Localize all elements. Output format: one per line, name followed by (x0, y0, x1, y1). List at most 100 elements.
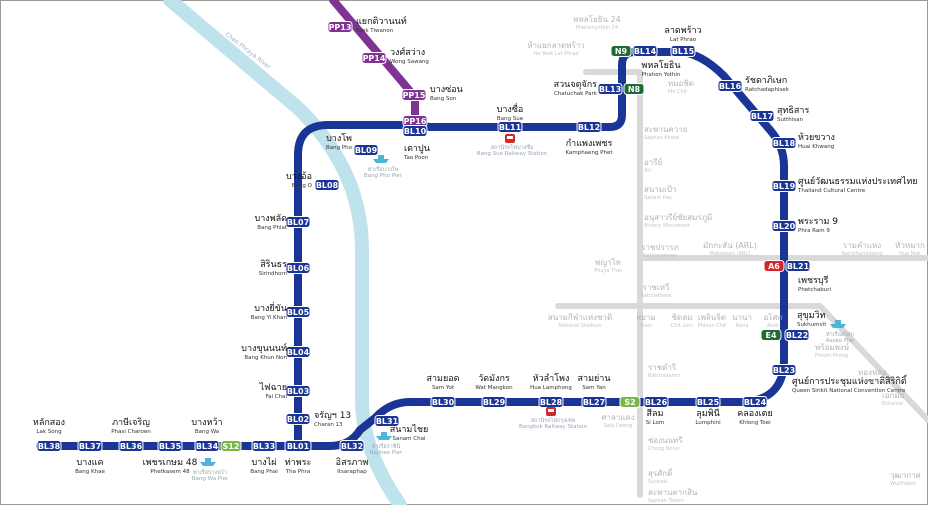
station-name-english: Bang O (292, 183, 313, 189)
station-name-english: Bang Yi Khan (251, 315, 288, 321)
station-badge-s12[interactable]: S12 (220, 440, 242, 452)
station-name-english: Lat Phrao (670, 37, 697, 43)
station-code: BL33 (253, 442, 275, 451)
station-badge-bl01[interactable]: BL01 (284, 440, 312, 452)
station-name-thai: วงศ์สว่าง (390, 46, 425, 58)
station-badge-bl20[interactable]: BL20 (771, 220, 797, 232)
badge-shape (597, 83, 623, 95)
station-name-english: Queen Sirikit National Convention Centre (792, 388, 906, 394)
station-name-thai: บางแค (77, 458, 104, 468)
station-name-thai: วัดมังกร (478, 374, 510, 384)
grey-station-thai: อนุสาวรีย์ชัยสมรภูมิ (644, 212, 712, 223)
station-code: BL38 (38, 442, 61, 451)
station-badge-bl08[interactable]: BL08 (314, 179, 340, 191)
station-badge-bl29[interactable]: BL29 (481, 396, 507, 408)
grey-station-thai: เพลินจิต (698, 313, 726, 322)
station-badge-n8[interactable]: N8 (623, 83, 645, 95)
station-badge-a6[interactable]: A6 (763, 260, 785, 272)
station-badge-bl27[interactable]: BL27 (581, 396, 607, 408)
station-badge-pp16[interactable]: PP16 (402, 115, 428, 127)
station-badge-bl18[interactable]: BL18 (771, 137, 797, 149)
badge-shape (760, 329, 782, 341)
station-badge-bl25[interactable]: BL25 (695, 396, 721, 408)
grey-station-thai: อโศก (763, 312, 782, 322)
station-badge-bl13[interactable]: BL13 (597, 83, 623, 95)
station-name-thai: ลาดพร้าว (664, 25, 701, 36)
station-badge-bl03[interactable]: BL03 (285, 385, 311, 397)
grey-station-thai: อารีย์ (644, 157, 662, 167)
badge-shape (430, 396, 456, 408)
grey-station-english: Ekkamai (882, 401, 903, 407)
station-badge-bl09[interactable]: BL09 (353, 144, 379, 156)
boat-icon (373, 155, 389, 163)
station-badge-bl06[interactable]: BL06 (285, 262, 311, 274)
station-badge-bl16[interactable]: BL16 (717, 80, 743, 92)
station-badge-bl37[interactable]: BL37 (77, 440, 103, 452)
station-badge-bl14[interactable]: BL14 (632, 45, 658, 57)
station-badge-n9[interactable]: N9 (610, 45, 632, 57)
grey-station-thai: สนามกีฬาแห่งชาติ (548, 313, 612, 322)
station-badge-bl10[interactable]: BL10 (402, 125, 428, 137)
station-badge-bl02[interactable]: BL02 (285, 413, 311, 425)
station-badge-bl24[interactable]: BL24 (742, 396, 768, 408)
station-badge-bl34[interactable]: BL34 (194, 440, 220, 452)
station-name-thai: คลองเตย (737, 409, 773, 419)
badge-shape (401, 89, 427, 101)
station-name-english: Lumphini (695, 420, 721, 426)
station-badge-bl15[interactable]: BL15 (670, 45, 696, 57)
station-badge-bl38[interactable]: BL38 (36, 440, 62, 452)
station-badge-bl12[interactable]: BL12 (576, 121, 602, 133)
station-badge-bl07[interactable]: BL07 (285, 216, 311, 228)
station-badge-bl32[interactable]: BL32 (339, 440, 365, 452)
station-badge-bl23[interactable]: BL23 (771, 364, 797, 376)
station-name-english: Kamphaeng Phet (565, 150, 613, 156)
station-badge-bl22[interactable]: BL22 (784, 329, 810, 341)
station-badge-bl33[interactable]: BL33 (251, 440, 277, 452)
badge-shape (643, 396, 669, 408)
badge-shape (251, 440, 277, 452)
station-badge-bl26[interactable]: BL26 (643, 396, 669, 408)
station-code: PP15 (403, 91, 426, 100)
grey-station-english: Wutthakat (890, 481, 916, 487)
station-badge-bl21[interactable]: BL21 (785, 260, 811, 272)
station-badge-e4[interactable]: E4 (760, 329, 782, 341)
grey-station-thai: วุฒากาศ (890, 471, 921, 480)
station-badge-bl17[interactable]: BL17 (749, 110, 775, 122)
station-name-english: Phetchaburi (798, 287, 831, 293)
station-badge-pp15[interactable]: PP15 (401, 89, 427, 101)
station-badge-pp14[interactable]: PP14 (361, 52, 387, 64)
station-badge-bl05[interactable]: BL05 (285, 306, 311, 318)
station-label-bl23: ศูนย์การประชุมแห่งชาติสิริกิติ์Queen Sir… (792, 374, 908, 394)
station-badge-bl31[interactable]: BL31 (374, 415, 400, 427)
station-badge-pp13[interactable]: PP13 (327, 21, 353, 33)
poi-name-thai: ท่าเรืออโศก (826, 330, 854, 338)
poi-name-english: Bang Wa Pier (192, 476, 229, 482)
station-badge-bl30[interactable]: BL30 (430, 396, 456, 408)
station-badge-s2[interactable]: S2 (619, 396, 641, 408)
station-badge-bl35[interactable]: BL35 (157, 440, 183, 452)
station-badge-bl04[interactable]: BL04 (285, 346, 311, 358)
station-name-english: Bang Wa (195, 429, 219, 435)
grey-station-english: Phloen Chit (698, 323, 727, 329)
station-name-thai: สุขุมวิท (797, 310, 826, 321)
station-name-english: Sukhumvit (797, 322, 827, 328)
station-badge-bl28[interactable]: BL28 (538, 396, 564, 408)
station-name-english: Tha Phra (285, 469, 310, 475)
station-code: BL36 (120, 442, 143, 451)
station-code: BL13 (599, 85, 621, 94)
station-badge-bl11[interactable]: BL11 (497, 121, 523, 133)
grey-station-thai: ชิดลม (672, 313, 693, 322)
station-badge-bl19[interactable]: BL19 (771, 180, 797, 192)
station-badge-bl36[interactable]: BL36 (118, 440, 144, 452)
